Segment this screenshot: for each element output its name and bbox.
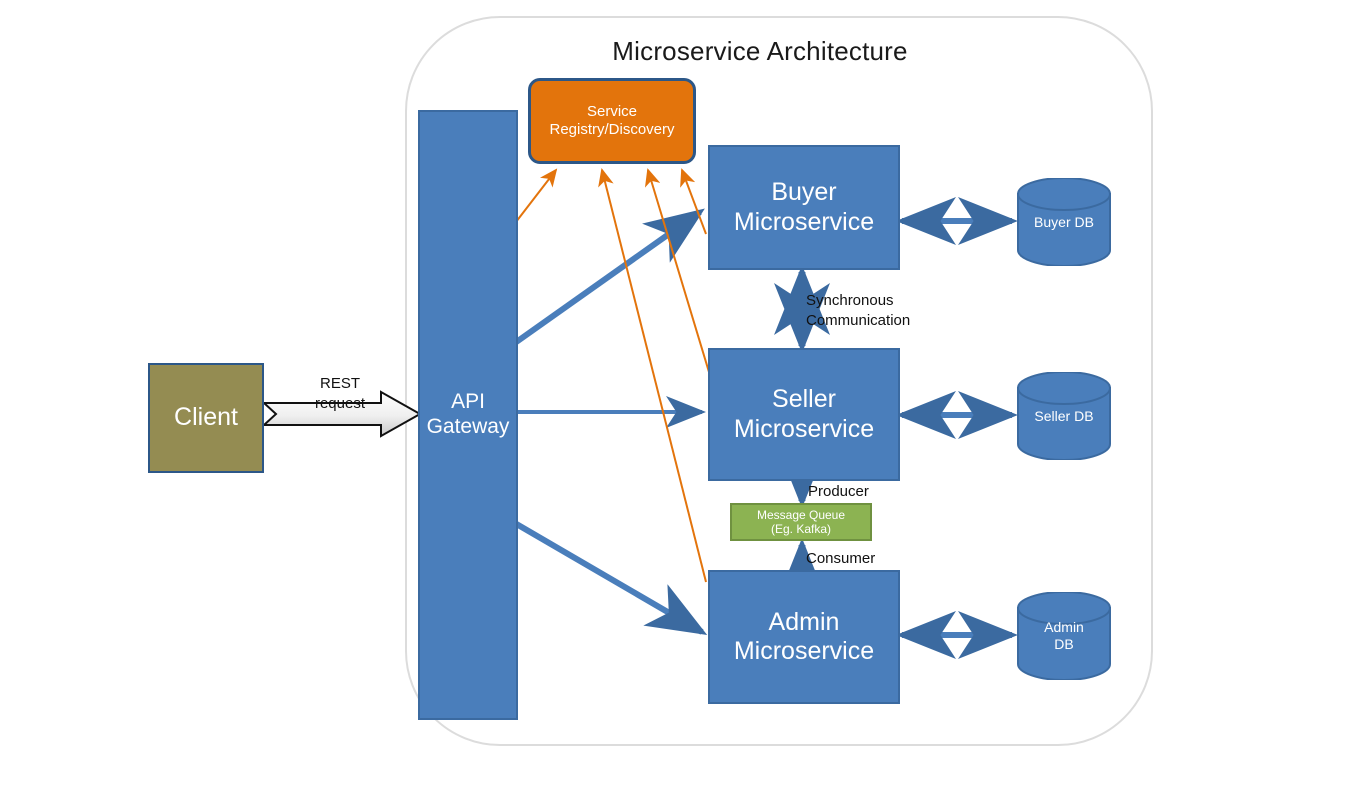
client-node[interactable]: Client — [148, 363, 264, 473]
architecture-boundary — [405, 16, 1153, 746]
admin-db-node[interactable]: Admin DB — [1016, 591, 1112, 681]
database-cylinder-icon — [1017, 177, 1111, 267]
seller-microservice-label: Seller Microservice — [733, 385, 875, 443]
service-registry-label: Service Registry/Discovery — [549, 103, 675, 138]
client-label: Client — [174, 403, 238, 432]
sync-communication-label: Synchronous Communication — [806, 292, 911, 329]
database-cylinder-icon — [1017, 371, 1111, 461]
admin-db-label: Admin DB — [1044, 619, 1084, 652]
buyer-db-label: Buyer DB — [1034, 213, 1094, 230]
api-gateway-label: API Gateway — [426, 390, 510, 438]
seller-db-node[interactable]: Seller DB — [1016, 371, 1112, 461]
producer-label: Producer — [808, 483, 869, 500]
seller-microservice-node[interactable]: Seller Microservice — [708, 348, 900, 481]
page-title: Microservice Architecture — [612, 36, 908, 66]
buyer-microservice-node[interactable]: Buyer Microservice — [708, 145, 900, 270]
seller-db-label: Seller DB — [1034, 407, 1094, 424]
buyer-db-node[interactable]: Buyer DB — [1016, 177, 1112, 267]
api-gateway-node[interactable]: API Gateway — [418, 110, 518, 720]
consumer-label: Consumer — [806, 550, 876, 567]
admin-microservice-node[interactable]: Admin Microservice — [708, 570, 900, 704]
service-registry-node[interactable]: Service Registry/Discovery — [528, 78, 696, 164]
message-queue-node[interactable]: Message Queue (Eg. Kafka) — [730, 503, 872, 541]
message-queue-label: Message Queue (Eg. Kafka) — [756, 507, 846, 536]
rest-request-label: REST request — [314, 375, 366, 412]
admin-microservice-label: Admin Microservice — [733, 607, 875, 666]
buyer-microservice-label: Buyer Microservice — [733, 178, 875, 236]
database-cylinder-icon — [1017, 591, 1111, 681]
